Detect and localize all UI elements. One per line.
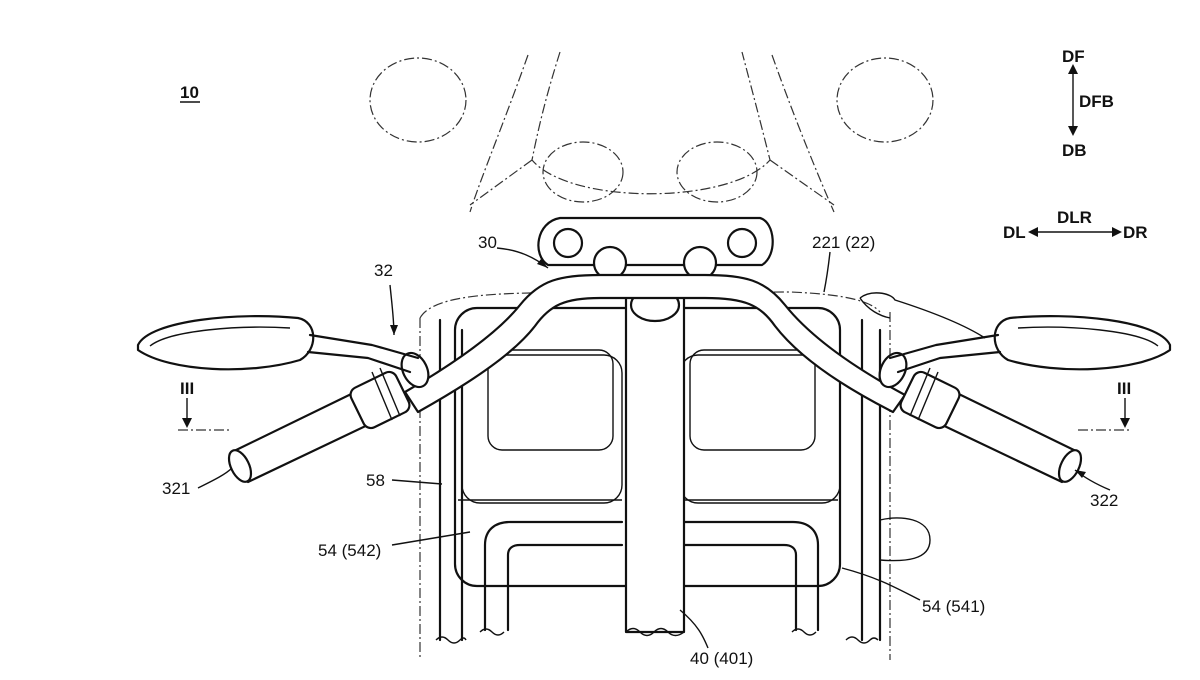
direction-right-label: DR bbox=[1123, 223, 1148, 242]
direction-left-right-label: DLR bbox=[1057, 208, 1092, 227]
section-mark-right: III bbox=[1117, 379, 1131, 398]
top-bracket bbox=[537, 216, 774, 323]
labels: 10 DF DFB DB DL DLR DR III III 30 32 221… bbox=[162, 47, 1148, 668]
label-left-mirror: 32 bbox=[374, 261, 393, 280]
direction-left-label: DL bbox=[1003, 223, 1026, 242]
right-grip bbox=[878, 351, 1083, 484]
label-bracket: 30 bbox=[478, 233, 497, 252]
direction-front-back-label: DFB bbox=[1079, 92, 1114, 111]
rider-hand bbox=[859, 292, 986, 562]
left-mirror bbox=[136, 315, 420, 374]
steering-shaft bbox=[624, 294, 686, 637]
figure-ref-label: 10 bbox=[180, 83, 199, 102]
label-right-grip: 322 bbox=[1090, 491, 1118, 510]
section-lines bbox=[178, 398, 1130, 431]
direction-front-label: DF bbox=[1062, 47, 1085, 66]
handlebar bbox=[403, 273, 907, 414]
section-mark-left: III bbox=[180, 379, 194, 398]
label-left-grip: 321 bbox=[162, 479, 190, 498]
left-grip bbox=[227, 351, 430, 484]
label-right-unit: 54 (541) bbox=[922, 597, 985, 616]
rider-outline bbox=[369, 51, 934, 213]
leader-lines bbox=[197, 247, 1111, 649]
right-mirror bbox=[888, 315, 1172, 374]
label-panel: 58 bbox=[366, 471, 385, 490]
direction-back-label: DB bbox=[1062, 141, 1087, 160]
label-left-unit: 54 (542) bbox=[318, 541, 381, 560]
label-cover: 221 (22) bbox=[812, 233, 875, 252]
label-steering-shaft: 40 (401) bbox=[690, 649, 753, 668]
direction-indicator bbox=[1028, 64, 1122, 237]
